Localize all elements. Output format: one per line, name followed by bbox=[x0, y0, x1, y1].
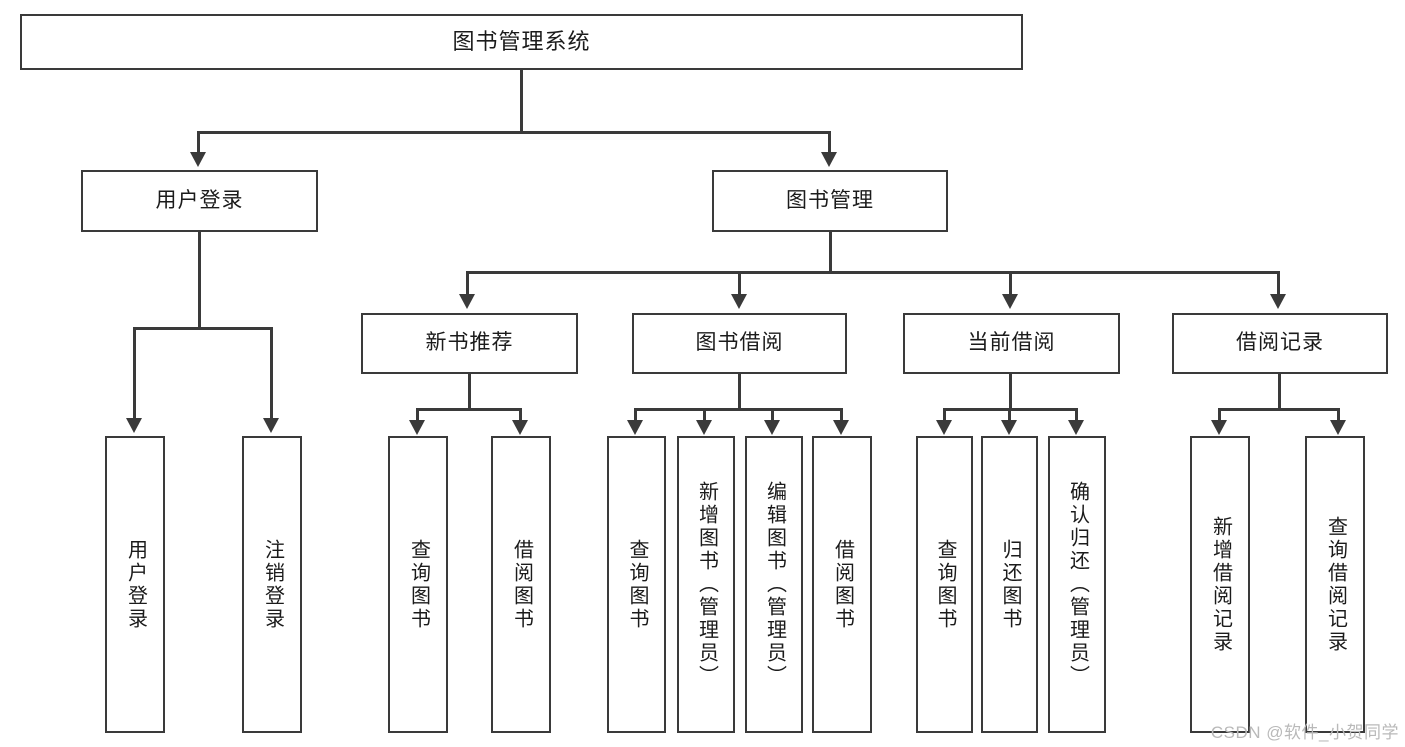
connector-current-borrow-drop-1 bbox=[943, 408, 946, 421]
connector-book-borrow-drop-3 bbox=[771, 408, 774, 421]
connector-borrow-record-stem bbox=[1278, 374, 1281, 409]
arrow-to-leaf-query-book-2 bbox=[627, 420, 643, 435]
leaf-add-book[interactable]: 新增图书（管理员） bbox=[677, 436, 735, 733]
connector-book-borrow-stem bbox=[738, 374, 741, 409]
arrow-to-user-login bbox=[190, 152, 206, 167]
node-label: 新书推荐 bbox=[425, 331, 514, 355]
arrow-to-leaf-user-login bbox=[126, 418, 142, 433]
leaf-query-book-current[interactable]: 查询图书 bbox=[916, 436, 973, 733]
leaf-borrow-book-recommend[interactable]: 借阅图书 bbox=[491, 436, 551, 733]
arrow-to-new-book-recommend bbox=[459, 294, 475, 309]
node-label: 确认归还（管理员） bbox=[1066, 481, 1089, 688]
node-label: 归还图书 bbox=[999, 538, 1021, 631]
node-label: 查询图书 bbox=[934, 538, 956, 631]
connector-book-manage-stem bbox=[829, 232, 832, 272]
node-label: 用户登录 bbox=[155, 188, 244, 212]
arrow-to-borrow-record bbox=[1270, 294, 1286, 309]
node-current-borrow[interactable]: 当前借阅 bbox=[903, 313, 1120, 374]
node-user-login[interactable]: 用户登录 bbox=[81, 170, 318, 232]
node-label: 图书借阅 bbox=[695, 331, 784, 355]
connector-borrow-record-bus bbox=[1218, 408, 1340, 411]
node-book-manage[interactable]: 图书管理 bbox=[712, 170, 948, 232]
node-book-borrow[interactable]: 图书借阅 bbox=[632, 313, 847, 374]
node-label: 查询图书 bbox=[626, 538, 648, 631]
connector-root-drop-left bbox=[197, 131, 200, 153]
arrow-to-leaf-query-book-1 bbox=[409, 420, 425, 435]
connector-current-borrow-stem bbox=[1009, 374, 1012, 409]
connector-new-book-drop-2 bbox=[519, 408, 522, 421]
node-label: 编辑图书（管理员） bbox=[763, 481, 786, 688]
leaf-query-book-borrow[interactable]: 查询图书 bbox=[607, 436, 666, 733]
node-label: 图书管理 bbox=[786, 188, 874, 212]
leaf-return-book[interactable]: 归还图书 bbox=[981, 436, 1038, 733]
node-label: 图书管理系统 bbox=[452, 29, 591, 55]
arrow-to-leaf-confirm-return bbox=[1068, 420, 1084, 435]
node-label: 用户登录 bbox=[124, 538, 147, 631]
connector-book-manage-bus bbox=[466, 271, 1280, 274]
connector-new-book-bus bbox=[416, 408, 522, 411]
arrow-to-leaf-add-book bbox=[696, 420, 712, 435]
arrow-to-leaf-logout bbox=[263, 418, 279, 433]
connector-root-drop-right bbox=[828, 131, 831, 153]
arrow-to-leaf-query-record bbox=[1330, 420, 1346, 435]
connector-new-book-drop-1 bbox=[416, 408, 419, 421]
connector-new-book-stem bbox=[468, 374, 471, 409]
node-label: 查询借阅记录 bbox=[1324, 515, 1347, 654]
leaf-borrow-book[interactable]: 借阅图书 bbox=[812, 436, 872, 733]
node-label: 借阅图书 bbox=[831, 538, 854, 631]
arrow-to-book-manage bbox=[821, 152, 837, 167]
connector-book-borrow-bus bbox=[634, 408, 843, 411]
arrow-to-leaf-add-record bbox=[1211, 420, 1227, 435]
connector-user-login-bus bbox=[133, 327, 273, 330]
arrow-to-leaf-edit-book bbox=[764, 420, 780, 435]
connector-book-manage-drop-3 bbox=[1009, 271, 1012, 295]
node-root-system[interactable]: 图书管理系统 bbox=[20, 14, 1023, 70]
leaf-user-login[interactable]: 用户登录 bbox=[105, 436, 165, 733]
connector-book-manage-drop-2 bbox=[738, 271, 741, 295]
leaf-edit-book[interactable]: 编辑图书（管理员） bbox=[745, 436, 803, 733]
node-label: 注销登录 bbox=[261, 538, 284, 631]
connector-current-borrow-drop-3 bbox=[1075, 408, 1078, 421]
leaf-logout[interactable]: 注销登录 bbox=[242, 436, 302, 733]
node-label: 借阅记录 bbox=[1236, 331, 1324, 355]
connector-borrow-record-drop-2 bbox=[1337, 408, 1340, 421]
connector-book-manage-drop-4 bbox=[1277, 271, 1280, 295]
connector-user-login-drop-2 bbox=[270, 327, 273, 419]
connector-book-borrow-drop-2 bbox=[703, 408, 706, 421]
node-borrow-record[interactable]: 借阅记录 bbox=[1172, 313, 1388, 374]
arrow-to-leaf-return-book bbox=[1001, 420, 1017, 435]
leaf-add-borrow-record[interactable]: 新增借阅记录 bbox=[1190, 436, 1250, 733]
leaf-query-borrow-record[interactable]: 查询借阅记录 bbox=[1305, 436, 1365, 733]
arrow-to-leaf-borrow-book-2 bbox=[833, 420, 849, 435]
connector-current-borrow-drop-2 bbox=[1008, 408, 1011, 421]
connector-root-stem bbox=[520, 70, 523, 132]
arrow-to-leaf-borrow-book-1 bbox=[512, 420, 528, 435]
node-label: 新增图书（管理员） bbox=[695, 481, 718, 688]
node-label: 当前借阅 bbox=[967, 331, 1056, 355]
connector-book-borrow-drop-4 bbox=[840, 408, 843, 421]
node-label: 新增借阅记录 bbox=[1209, 515, 1232, 654]
arrow-to-leaf-query-book-3 bbox=[936, 420, 952, 435]
connector-book-manage-drop-1 bbox=[466, 271, 469, 295]
leaf-query-book-recommend[interactable]: 查询图书 bbox=[388, 436, 448, 733]
connector-user-login-stem bbox=[198, 232, 201, 328]
arrow-to-book-borrow bbox=[731, 294, 747, 309]
leaf-confirm-return[interactable]: 确认归还（管理员） bbox=[1048, 436, 1106, 733]
node-label: 查询图书 bbox=[407, 538, 430, 631]
connector-book-borrow-drop-1 bbox=[634, 408, 637, 421]
node-new-book-recommend[interactable]: 新书推荐 bbox=[361, 313, 578, 374]
connector-user-login-drop-1 bbox=[133, 327, 136, 419]
connector-borrow-record-drop-1 bbox=[1218, 408, 1221, 421]
connector-root-bus bbox=[197, 131, 831, 134]
arrow-to-current-borrow bbox=[1002, 294, 1018, 309]
node-label: 借阅图书 bbox=[510, 538, 533, 631]
